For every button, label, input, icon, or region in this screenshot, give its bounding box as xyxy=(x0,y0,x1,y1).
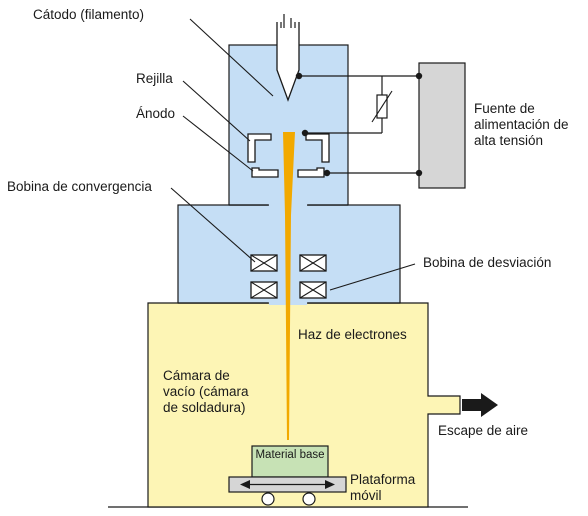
label-power-supply: Fuente de alimentación de alta tensión xyxy=(474,101,569,148)
anode-left xyxy=(251,167,279,178)
label-electron-beam: Haz de electrones xyxy=(298,327,407,342)
label-focus-coil: Bobina de convergencia xyxy=(7,179,152,194)
label-base-material: Material base xyxy=(255,449,325,461)
label-platform: Plataforma móvil xyxy=(350,472,416,503)
label-anode: Ánodo xyxy=(136,106,176,121)
label-cathode: Cátodo (filamento) xyxy=(33,7,145,22)
junction-dot-supply-bottom xyxy=(415,169,423,177)
label-vacuum-chamber: Cámara de vacío (cámara de soldadura) xyxy=(163,368,249,415)
junction-dot-cathode xyxy=(295,72,303,80)
wiring xyxy=(299,75,419,174)
platform-wheel-left xyxy=(261,492,275,506)
junction-dot-anode xyxy=(323,169,331,177)
cathode xyxy=(276,22,300,102)
platform-arrow xyxy=(240,480,335,489)
base-material xyxy=(251,445,329,478)
electron-beam xyxy=(283,132,295,440)
leader-lines xyxy=(170,18,416,291)
focus-coil-lower xyxy=(250,281,278,299)
junction-dot-grid xyxy=(301,129,309,137)
vacuum-chamber xyxy=(147,302,461,508)
junction-dot-supply-top xyxy=(415,72,423,80)
label-air-exhaust: Escape de aire xyxy=(438,423,529,438)
focus-coil-upper xyxy=(250,254,278,272)
resistor-icon xyxy=(371,90,393,123)
grid-left xyxy=(247,133,272,163)
exhaust-arrow-icon xyxy=(462,393,498,417)
label-grid: Rejilla xyxy=(136,71,173,86)
platform-wheel-right xyxy=(302,492,316,506)
label-deflection-coil: Bobina de desviación xyxy=(423,255,552,270)
power-supply-box xyxy=(418,62,466,189)
deflection-coil-lower xyxy=(299,281,327,299)
anode-right xyxy=(297,167,325,178)
deflection-coil-upper xyxy=(299,254,327,272)
